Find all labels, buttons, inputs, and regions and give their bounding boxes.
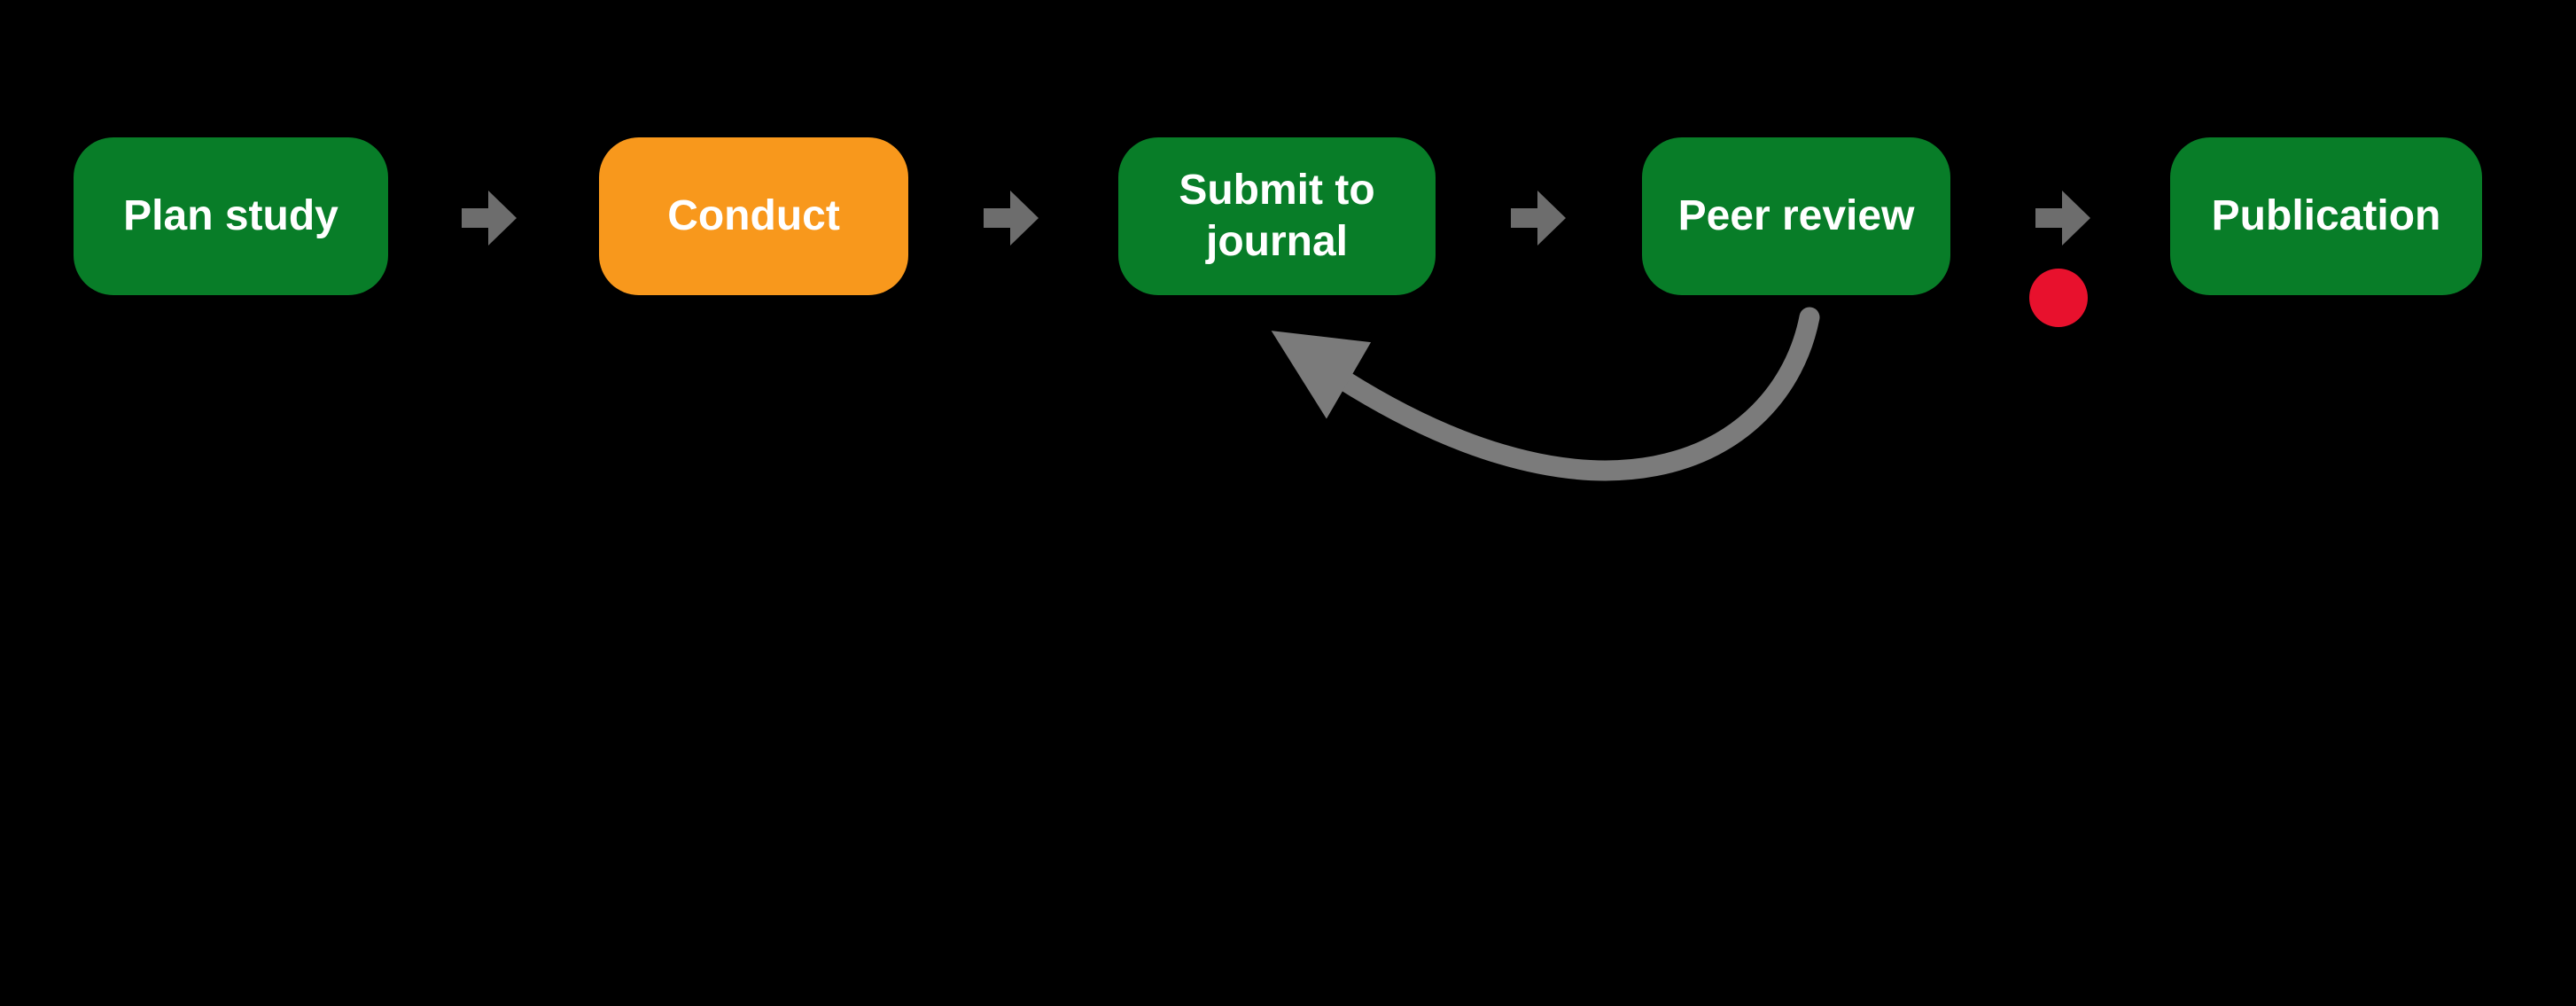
node-peer-review: Peer review [1642,137,1950,295]
flow-arrow-icon [1511,191,1566,246]
node-label: Conduct [667,192,840,239]
flow-arrow-icon [462,191,517,246]
feedback-curve-arrow [1271,307,1820,481]
flow-arrow-icon [2035,191,2090,246]
node-conduct: Conduct [599,137,908,295]
node-label: Peer review [1677,192,1915,239]
flow-arrow-icon [984,191,1039,246]
node-submit-to-journal: Submit to journal [1118,137,1436,295]
stop-dot [2029,269,2088,327]
node-label: Submit to journal [1179,167,1375,265]
node-publication: Publication [2170,137,2482,295]
node-label: Publication [2211,192,2441,239]
node-plan-study: Plan study [74,137,388,295]
node-label: Plan study [123,192,339,239]
